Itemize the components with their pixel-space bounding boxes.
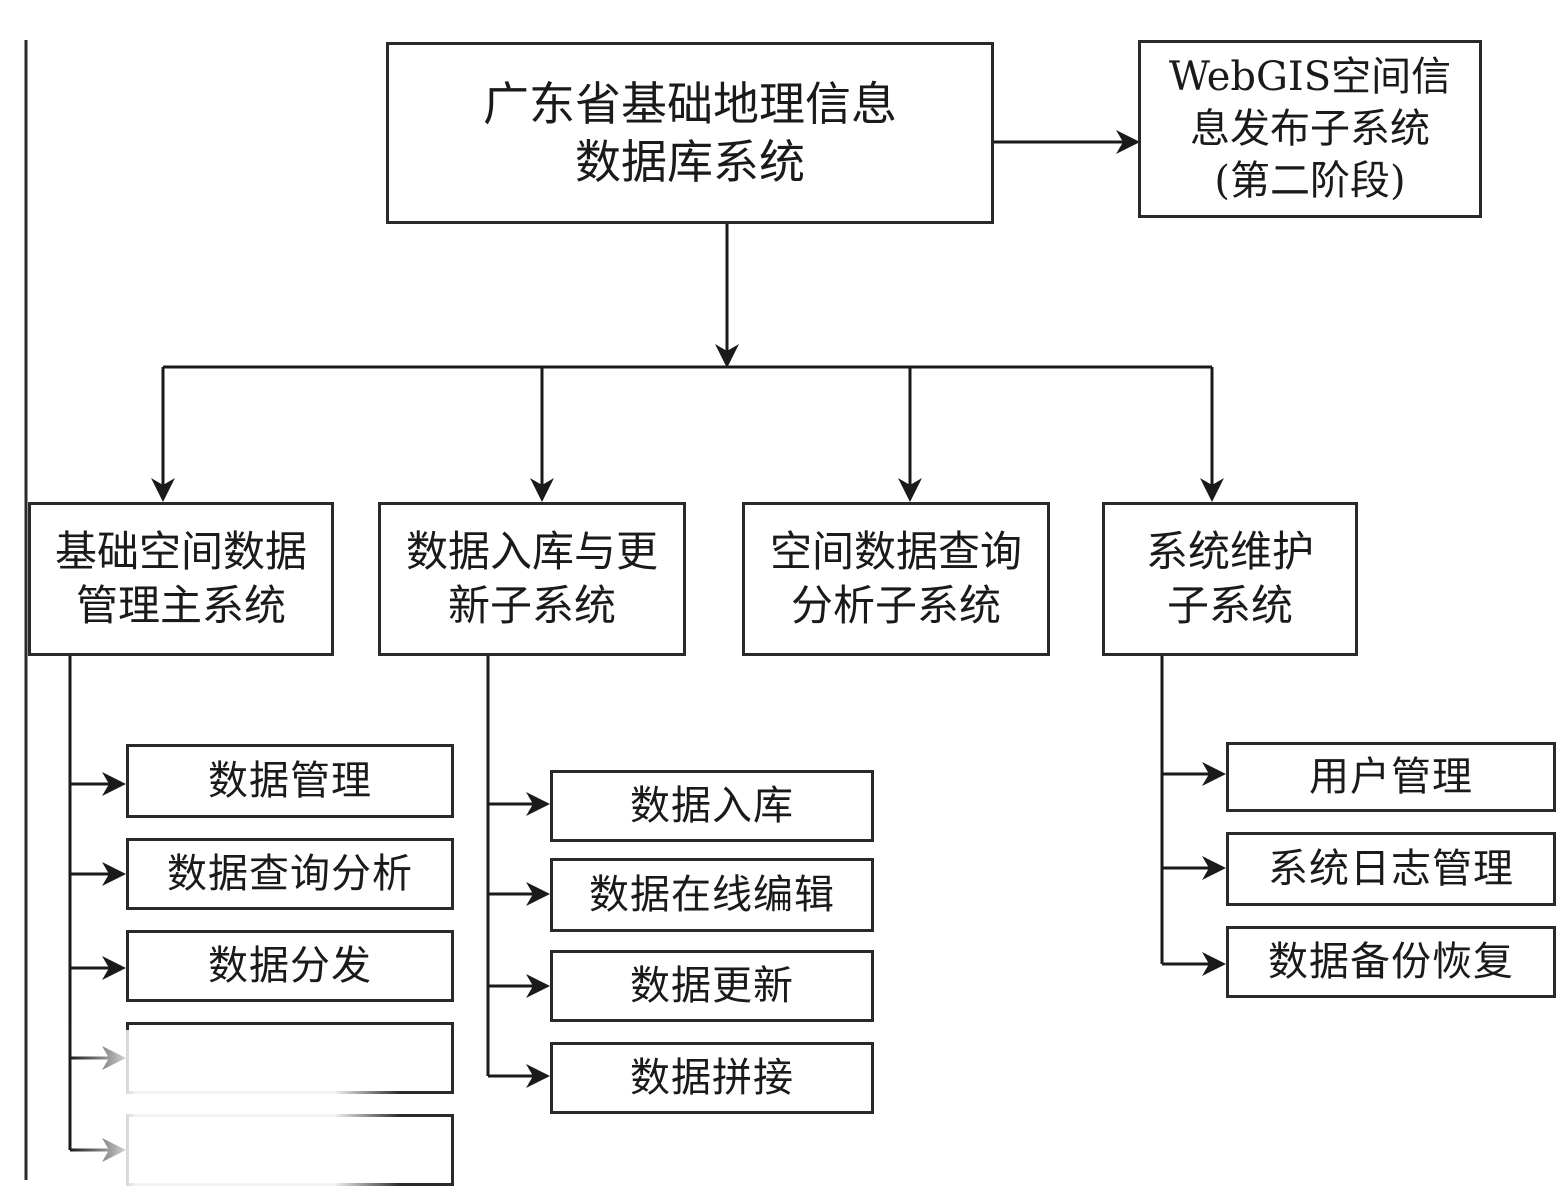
leaf-node: 数据拼接 — [550, 1042, 874, 1114]
leaf-node: 用户管理 — [1226, 742, 1556, 812]
root-node-label: 广东省基础地理信息 数据库系统 — [483, 77, 897, 189]
leaf-node: 数据入库 — [550, 770, 874, 842]
subsystem-node-4: 系统维护 子系统 — [1102, 502, 1358, 656]
publish-node: WebGIS空间信 息发布子系统 (第二阶段) — [1138, 40, 1482, 218]
leaf-node-label: 数据在线编辑 — [589, 872, 835, 918]
leaf-node: 数据管理 — [126, 744, 454, 818]
leaf-node-label: 数据拼接 — [630, 1055, 794, 1101]
publish-node-label: WebGIS空间信 息发布子系统 (第二阶段) — [1168, 54, 1452, 204]
root-node: 广东省基础地理信息 数据库系统 — [386, 42, 994, 224]
leaf-node-label: 数据入库 — [630, 783, 794, 829]
subsystem-node-4-label: 系统维护 子系统 — [1145, 527, 1314, 630]
subsystem-node-2-label: 数据入库与更 新子系统 — [405, 527, 658, 630]
leaf-node: 数据备份恢复 — [1226, 926, 1556, 998]
subsystem-node-2: 数据入库与更 新子系统 — [378, 502, 686, 656]
subsystem-node-1: 基础空间数据 管理主系统 — [28, 502, 334, 656]
leaf-node-label: 数据更新 — [630, 963, 794, 1009]
subsystem-node-1-label: 基础空间数据 管理主系统 — [54, 527, 307, 630]
leaf-node-label: 数据管理 — [208, 758, 372, 804]
leaf-node: 数据在线编辑 — [550, 858, 874, 932]
leaf-node: 数据更新 — [550, 950, 874, 1022]
leaf-node: 系统日志管理 — [1226, 832, 1556, 906]
obscured-region — [70, 1030, 400, 1200]
leaf-node-label: 系统日志管理 — [1268, 846, 1514, 892]
leaf-node: 数据查询分析 — [126, 838, 454, 910]
leaf-node-label: 数据分发 — [208, 943, 372, 989]
leaf-node: 数据分发 — [126, 930, 454, 1002]
subsystem-node-3: 空间数据查询 分析子系统 — [742, 502, 1050, 656]
subsystem-node-3-label: 空间数据查询 分析子系统 — [769, 527, 1022, 630]
leaf-node-label: 数据备份恢复 — [1268, 939, 1514, 985]
leaf-node-label: 数据查询分析 — [167, 851, 413, 897]
leaf-node-label: 用户管理 — [1309, 754, 1473, 800]
